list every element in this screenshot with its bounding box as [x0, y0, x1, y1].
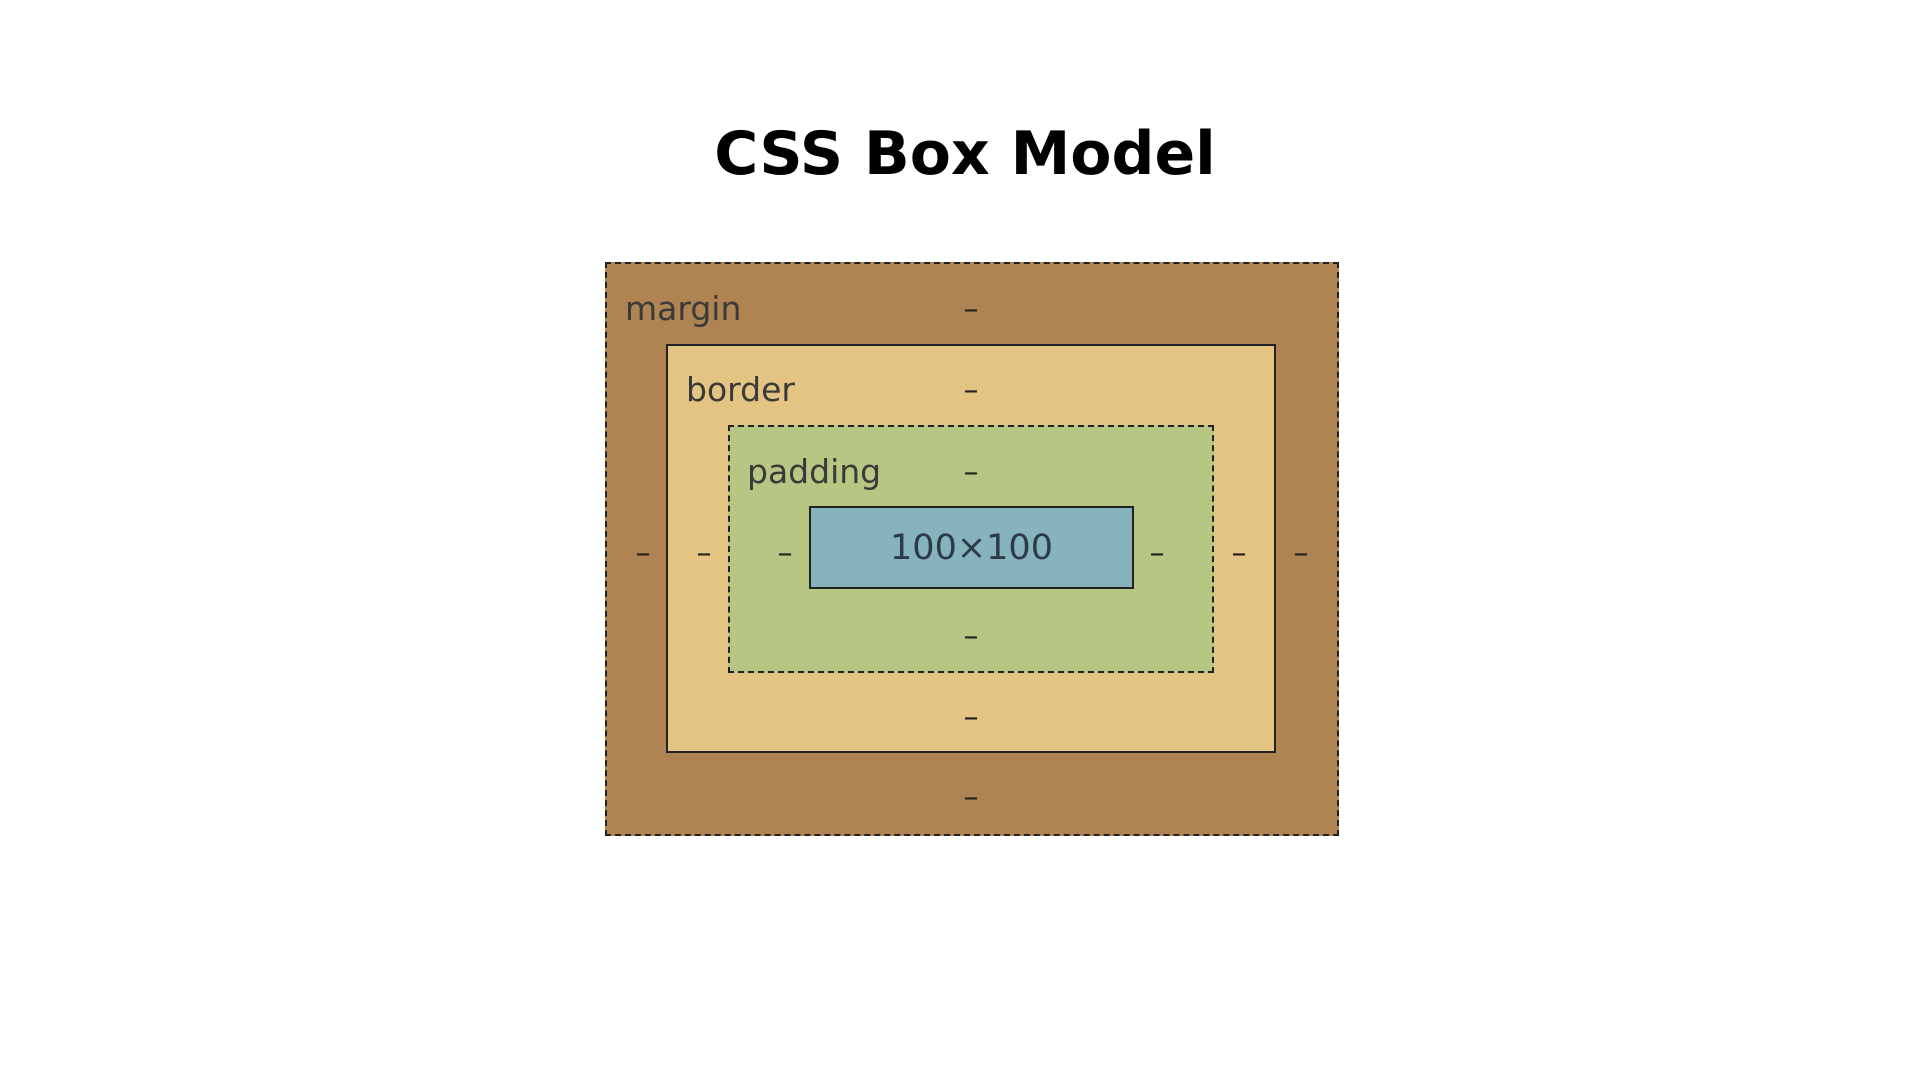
content-box: 100×100 — [809, 506, 1134, 589]
content-size-label: 100×100 — [890, 527, 1053, 568]
padding-bottom-value: – — [963, 619, 979, 654]
page-title: CSS Box Model — [714, 119, 1216, 189]
padding-label: padding — [747, 452, 882, 491]
padding-left-value: – — [777, 536, 793, 571]
border-left-value: – — [696, 536, 712, 571]
margin-top-value: – — [963, 292, 979, 327]
margin-left-value: – — [635, 536, 651, 571]
margin-label: margin — [625, 289, 742, 328]
border-right-value: – — [1231, 536, 1247, 571]
padding-right-value: – — [1149, 536, 1165, 571]
margin-right-value: – — [1293, 536, 1309, 571]
margin-bottom-value: – — [963, 780, 979, 815]
padding-top-value: – — [963, 455, 979, 490]
border-top-value: – — [963, 373, 979, 408]
border-bottom-value: – — [963, 700, 979, 735]
border-label: border — [686, 370, 795, 409]
